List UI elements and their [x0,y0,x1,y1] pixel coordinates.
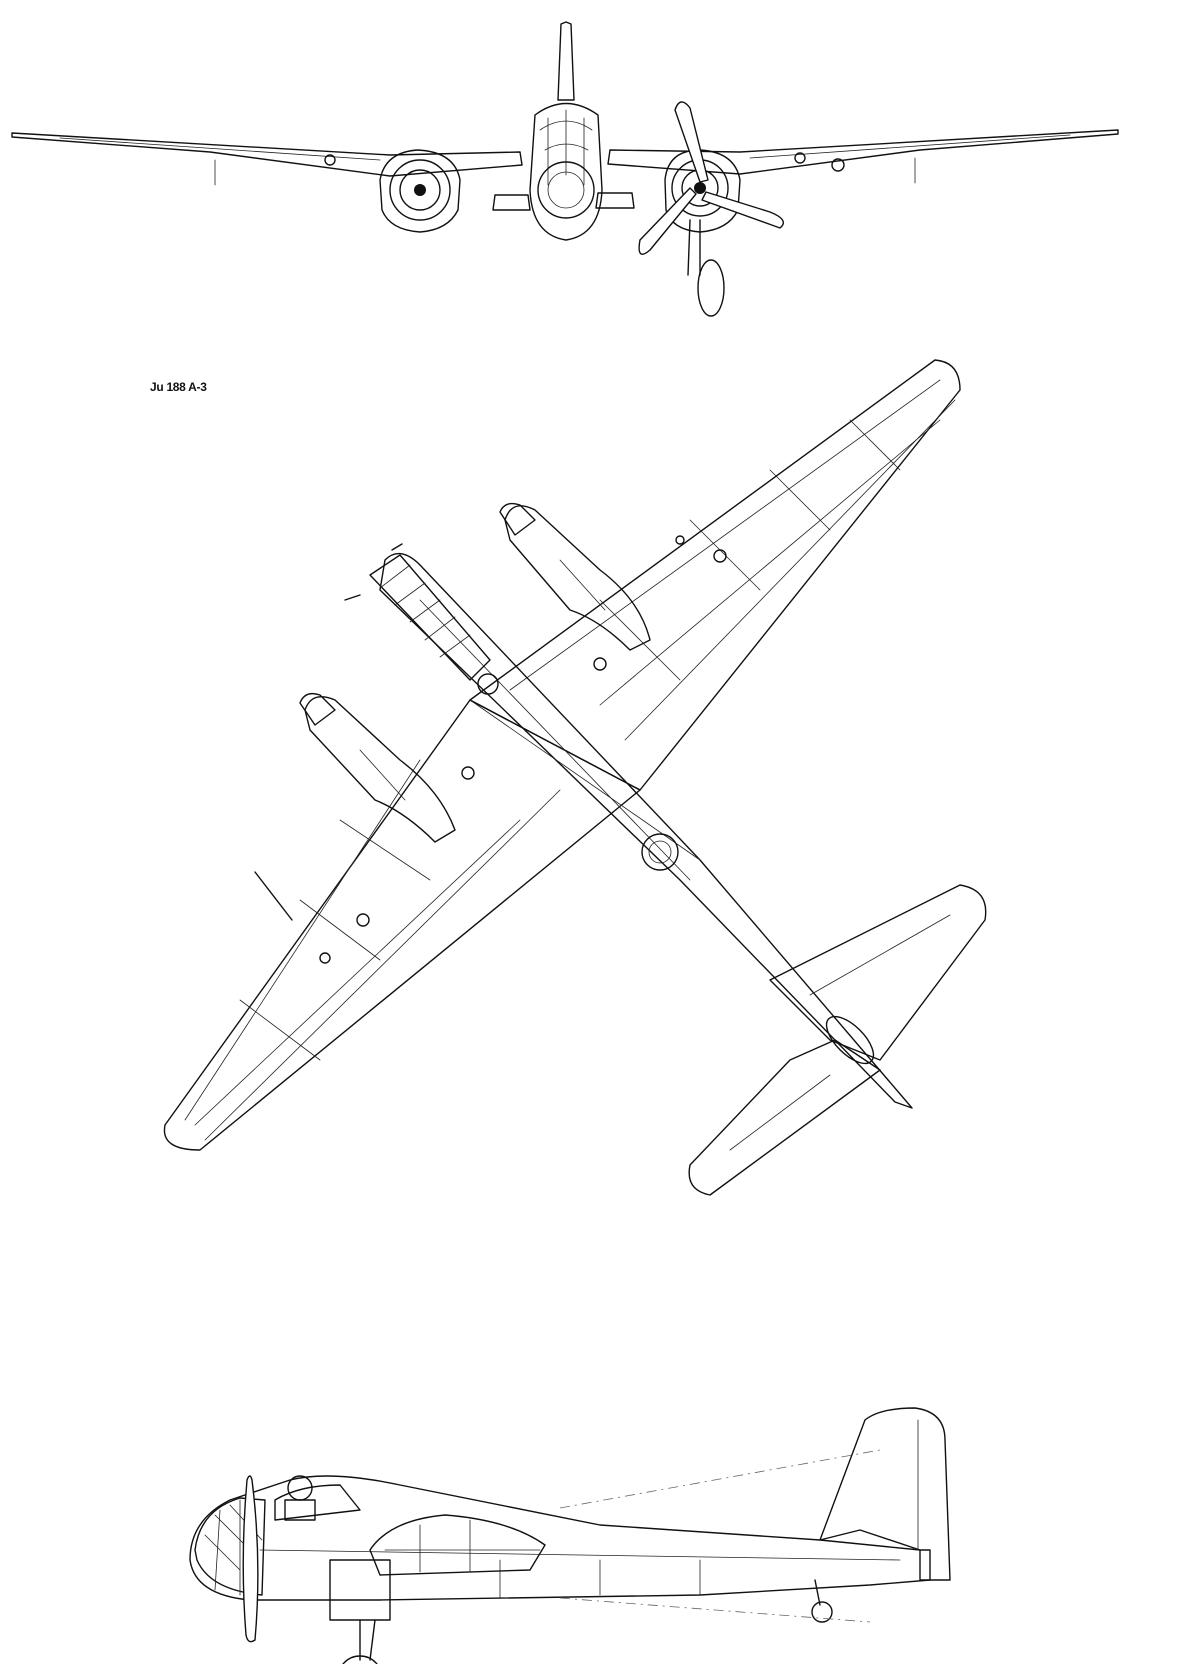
front-propeller-blade-right [701,191,784,229]
front-fuselage [529,102,603,241]
front-right-wing [607,129,1119,175]
front-propeller-blade-lower [638,187,697,255]
plan-right-nacelle [499,502,651,651]
plan-view [163,359,987,1196]
aircraft-designation-label: Ju 188 A-3 [150,380,207,394]
side-cockpit-canopy [274,1484,361,1521]
plan-fuselage-vent [641,833,679,871]
front-left-wing [11,132,523,177]
front-right-engine [638,101,784,317]
plan-right-wing [469,359,961,791]
side-fuselage [189,1475,931,1601]
front-view [11,21,1119,317]
plan-fuselage [379,552,913,1109]
front-main-wheel [697,259,725,317]
side-tail-wheel [811,1601,833,1623]
side-vertical-tail [819,1407,951,1581]
plan-left-wing [163,699,641,1151]
front-landing-gear [687,219,701,276]
plan-cockpit-glazing [344,543,499,695]
side-propeller [242,1475,259,1643]
front-propeller-blade-upper [674,101,709,183]
front-left-engine [379,149,461,233]
side-engine-nacelle [329,1514,546,1621]
plan-horizontal-stabilizer [769,884,987,1061]
side-view [189,1407,951,1664]
front-vertical-fin [557,21,575,101]
plan-tail-fin-root [825,1015,875,1065]
plan-left-nacelle [299,692,456,843]
side-dorsal-turret [287,1475,313,1501]
